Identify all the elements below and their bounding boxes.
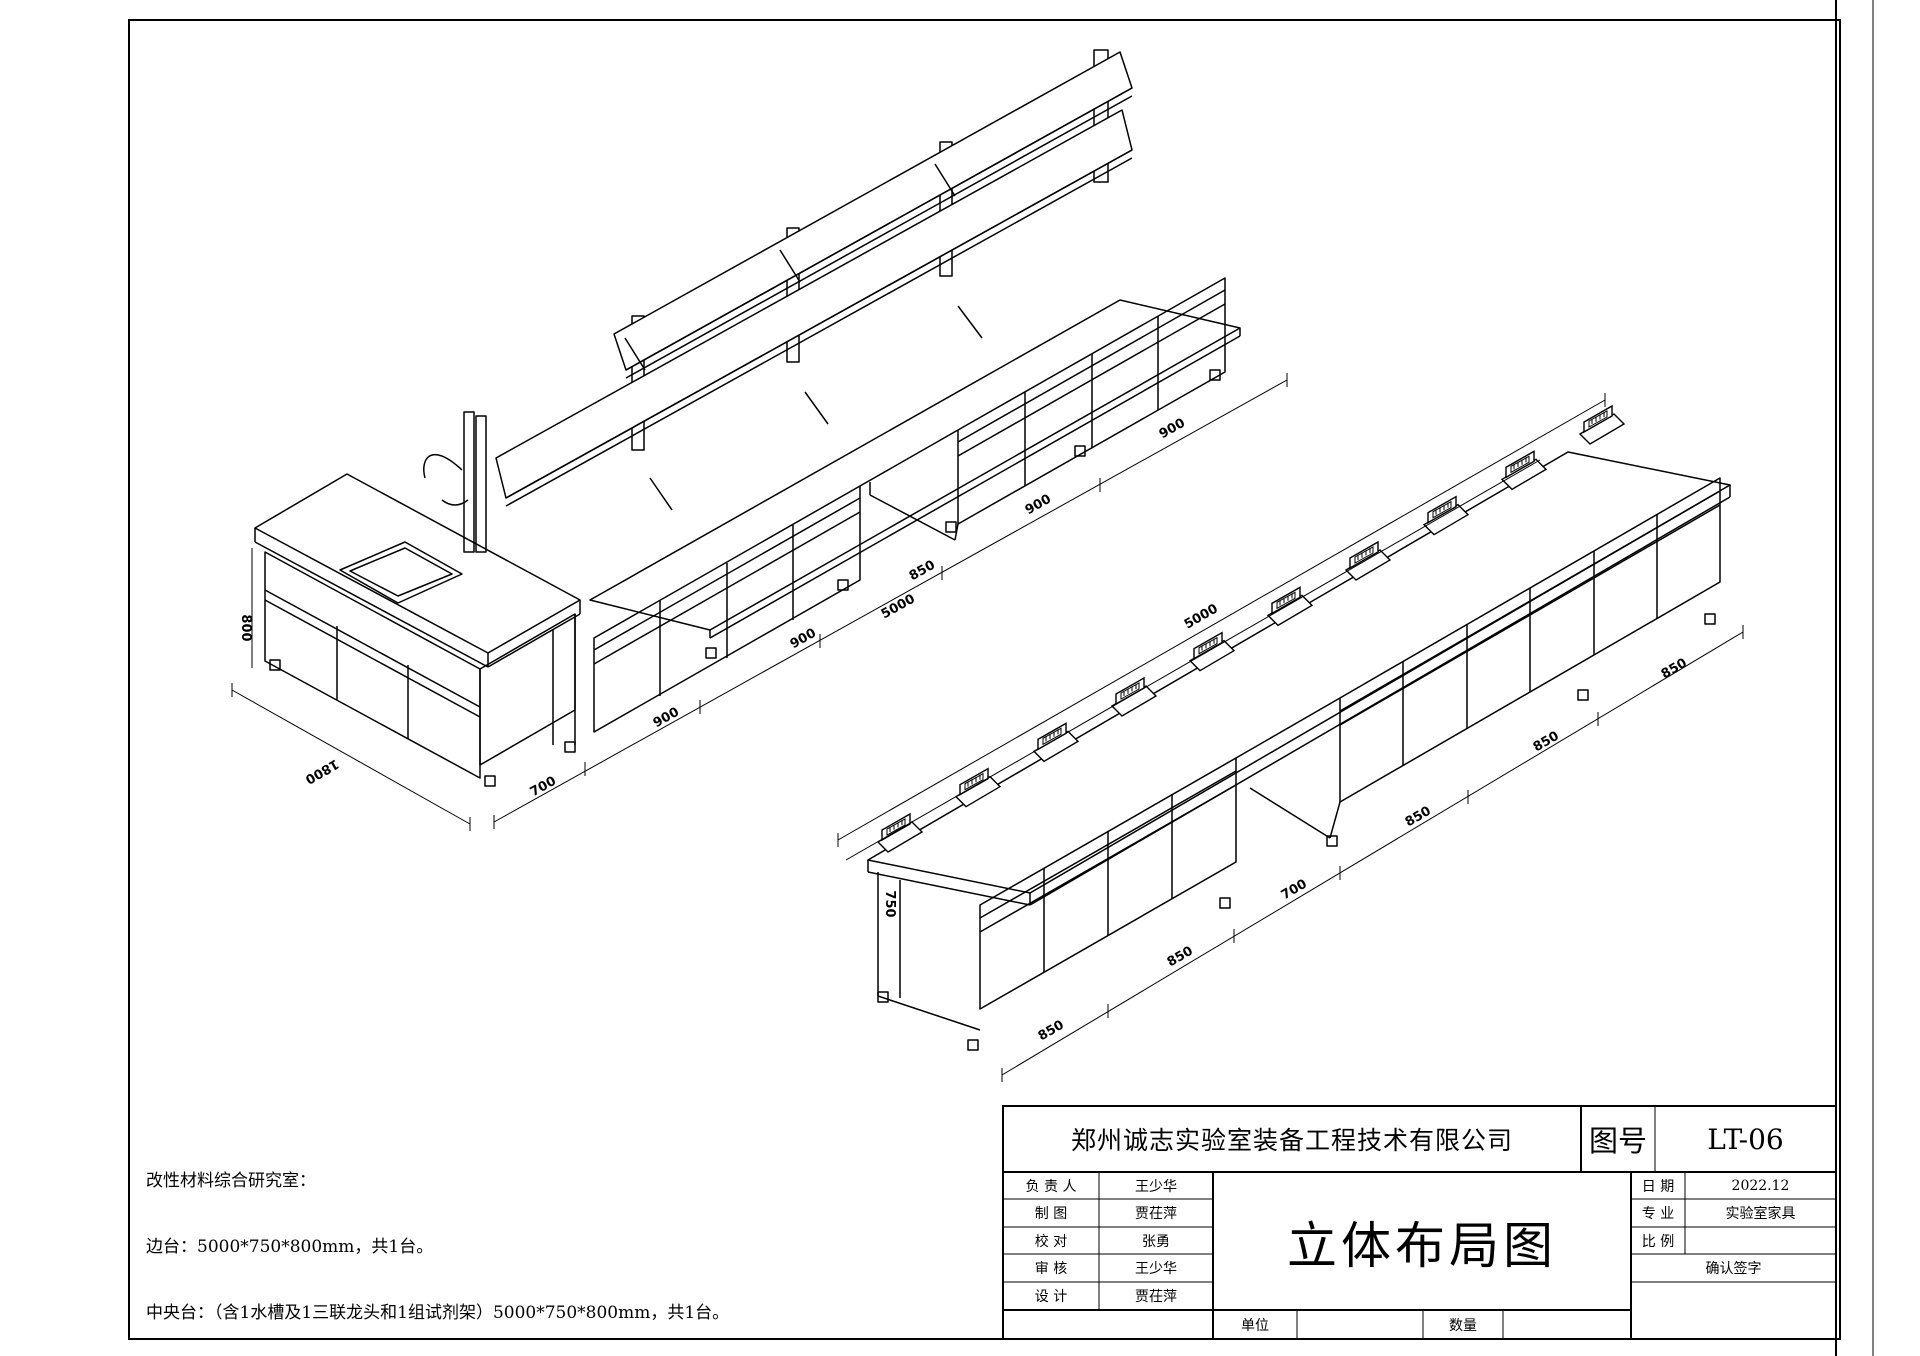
dim-bench1-seg-3: 850 [907, 558, 938, 584]
role-name-4: 贾茌萍 [1135, 1289, 1177, 1305]
socket-box [1110, 676, 1158, 717]
major-label: 专 业 [1641, 1206, 1675, 1222]
socket-box [1500, 450, 1548, 491]
drawing-number: LT-06 [1707, 1122, 1784, 1156]
bench-1-drawing [254, 49, 1241, 787]
dim-bench2-total: 5000 [1182, 601, 1221, 632]
role-label-3: 审 核 [1034, 1261, 1068, 1277]
dim-bench2-seg-2: 700 [1279, 877, 1310, 904]
confirm-signature-label: 确认签字 [1705, 1261, 1762, 1277]
bench-2-sockets [876, 404, 1626, 853]
title-block-grid [1002, 1105, 1837, 1340]
major-value: 实验室家具 [1725, 1206, 1796, 1222]
notes-line-2: 边台：5000*750*800mm，共1台。 [146, 1237, 434, 1257]
dim-bench1-seg-0: 700 [528, 774, 559, 800]
unit-label: 单位 [1241, 1317, 1269, 1334]
socket-box [1266, 586, 1314, 627]
drawing-title: 立体布局图 [1287, 1217, 1557, 1275]
dim-bench1-seg-1: 900 [651, 705, 682, 731]
date-label: 日 期 [1641, 1178, 1675, 1195]
dim-bench2-seg-1: 850 [1165, 944, 1196, 971]
scale-value [1685, 1227, 1836, 1254]
notes-line-3: 中央台：（含1水槽及1三联龙头和1组试剂架）5000*750*800mm，共1台… [146, 1303, 730, 1323]
sheet-border [128, 19, 1841, 1340]
company-name: 郑州诚志实验室装备工程技术有限公司 [1070, 1126, 1513, 1155]
date-value: 2022.12 [1731, 1177, 1790, 1194]
role-label-4: 设 计 [1034, 1289, 1068, 1305]
dim-bench2-height: 750 [882, 890, 897, 917]
dim-bench2-seg-5: 850 [1659, 656, 1690, 683]
socket-box [876, 812, 924, 853]
role-label-0: 负 责 人 [1025, 1178, 1077, 1195]
socket-box [1422, 495, 1470, 536]
bench-1-dimension-lines [231, 373, 1288, 831]
dim-bench1-seg-4: 900 [1023, 492, 1054, 518]
role-name-1: 贾茌萍 [1135, 1206, 1177, 1222]
socket-box [1344, 540, 1392, 581]
dim-bench1-depth: 1800 [302, 755, 341, 786]
dim-bench2-seg-4: 850 [1531, 729, 1562, 756]
dim-bench2-seg-0: 850 [1036, 1018, 1067, 1045]
role-name-3: 王少华 [1135, 1261, 1177, 1277]
notes-block: 改性材料综合研究室： 边台：5000*750*800mm，共1台。 中央台：（含… [146, 1126, 729, 1346]
role-label-2: 校 对 [1034, 1233, 1068, 1250]
notes-line-1: 改性材料综合研究室： [146, 1171, 316, 1191]
role-label-1: 制 图 [1034, 1206, 1068, 1222]
socket-box [1188, 631, 1236, 672]
bench-2-dimension-lines [837, 393, 1744, 1082]
role-name-2: 张勇 [1142, 1233, 1170, 1250]
quantity-label: 数量 [1449, 1317, 1477, 1334]
bench-2-drawing [867, 451, 1731, 1051]
dim-bench1-seg-2: 900 [788, 626, 819, 652]
role-name-0: 王少华 [1135, 1178, 1177, 1195]
socket-box [1578, 404, 1626, 445]
scale-label: 比 例 [1641, 1233, 1675, 1250]
drawing-number-label: 图号 [1588, 1124, 1647, 1158]
dim-bench1-height: 800 [238, 614, 253, 641]
